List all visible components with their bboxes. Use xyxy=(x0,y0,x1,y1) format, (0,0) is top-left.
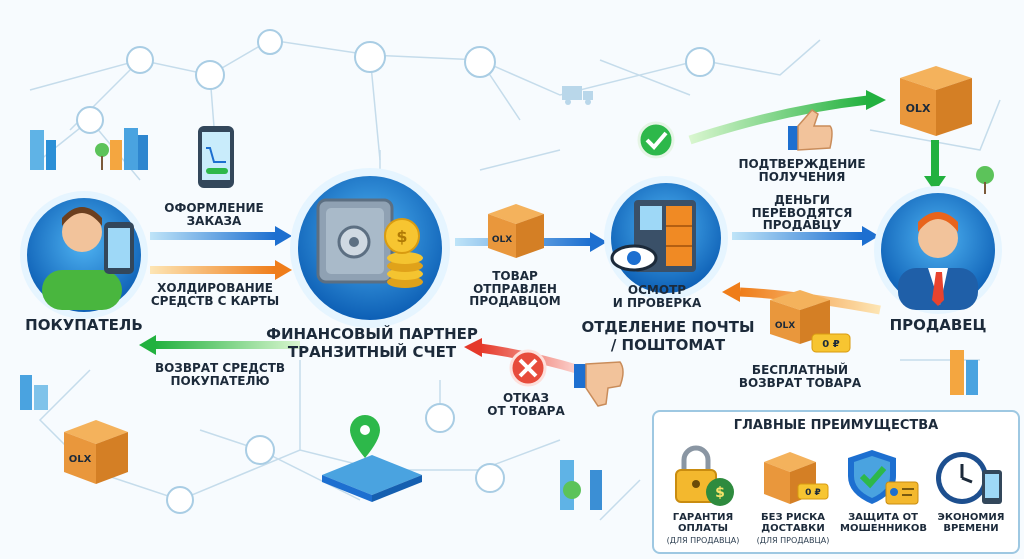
check-icon xyxy=(637,121,675,159)
olx-box-bottom-left: OLX xyxy=(64,420,128,484)
step-refund-line2: ПОКУПАТЕЛЮ xyxy=(170,373,270,388)
olx-box-top: OLX xyxy=(900,66,972,136)
city-buildings-left xyxy=(20,128,994,510)
olx-logo-text: OLX xyxy=(492,235,512,245)
step-inspect-line2: И ПРОВЕРКА xyxy=(612,295,702,310)
thumbs-down-icon xyxy=(574,361,624,407)
arrow-confirm xyxy=(688,90,886,145)
arrow-money-to-seller xyxy=(732,226,879,246)
step-refund-line1: ВОЗВРАТ СРЕДСТВ xyxy=(154,361,286,375)
post-office-locker xyxy=(604,176,728,300)
advantage-line2: МОШЕННИКОВ xyxy=(840,523,928,534)
step-refuse: ОТКАЗ ОТ ТОВАРА xyxy=(476,392,576,417)
advantage-line1: ЗАЩИТА ОТ xyxy=(848,512,918,523)
step-free-return-line1: БЕСПЛАТНЫЙ xyxy=(751,363,849,377)
advantage-line2: ВРЕМЕНИ xyxy=(943,523,999,534)
arrow-hold xyxy=(150,260,292,280)
truck-icon xyxy=(562,86,593,105)
olx-logo-text: OLX xyxy=(906,102,931,115)
clock-icon xyxy=(936,452,1002,504)
advantage-line1: ЭКОНОМИЯ xyxy=(937,512,1005,523)
svg-text:$: $ xyxy=(396,227,407,246)
step-money: ДЕНЬГИ ПЕРЕВОДЯТСЯ ПРОДАВЦУ xyxy=(738,194,866,232)
advantage-line2: ДОСТАВКИ xyxy=(761,523,825,534)
step-hold-line2: СРЕДСТВ С КАРТЫ xyxy=(150,293,280,308)
step-inspect: ОСМОТР И ПРОВЕРКА xyxy=(602,284,712,309)
advantage-sub: (ДЛЯ ПРОДАВЦА) xyxy=(666,536,740,545)
step-confirm-line1: ПОДТВЕРЖДЕНИЕ xyxy=(738,157,866,171)
step-free-return-line2: ВОЗВРАТ ТОВАРА xyxy=(738,375,862,390)
buyer-label: ПОКУПАТЕЛЬ xyxy=(25,316,143,334)
partner-label-2: ТРАНЗИТНЫЙ СЧЕТ xyxy=(287,343,457,361)
olx-logo-text: OLX xyxy=(775,321,795,331)
advantage-line1: ГАРАНТИЯ xyxy=(672,512,734,523)
step-hold-line1: ХОЛДИРОВАНИЕ xyxy=(157,281,273,295)
step-money-line2: ПЕРЕВОДЯТСЯ xyxy=(751,205,853,220)
step-inspect-line1: ОСМОТР xyxy=(627,283,687,297)
price-tag-text: 0 ₽ xyxy=(822,339,839,350)
step-shipped-line1: ТОВАР xyxy=(492,269,538,283)
arrow-refund xyxy=(139,335,300,355)
padlock-money-icon: $ xyxy=(675,445,734,506)
cancel-x-icon xyxy=(509,349,547,387)
olx-box-shipped: OLX xyxy=(488,204,544,258)
network-nodes xyxy=(76,29,715,514)
advantage-line2: ОПЛАТЫ xyxy=(677,523,729,534)
financial-partner-safe: $ xyxy=(290,168,450,328)
step-hold: ХОЛДИРОВАНИЕ СРЕДСТВ С КАРТЫ xyxy=(148,282,282,307)
arrow-order xyxy=(150,226,292,246)
step-order-line1: ОФОРМЛЕНИЕ xyxy=(164,201,264,215)
svg-text:$: $ xyxy=(715,485,725,501)
seller-avatar xyxy=(874,186,1002,314)
step-money-line3: ПРОДАВЦУ xyxy=(762,218,842,233)
step-shipped-line3: ПРОДАВЦОМ xyxy=(469,294,561,309)
step-refuse-line1: ОТКАЗ xyxy=(502,391,549,405)
step-shipped-line2: ОТПРАВЛЕН xyxy=(473,281,557,296)
post-label-2: / ПОШТОМАТ xyxy=(610,336,726,354)
step-money-line1: ДЕНЬГИ xyxy=(774,193,830,207)
olx-box-return: OLX 0 ₽ xyxy=(770,290,851,353)
advantages-title: ГЛАВНЫЕ ПРЕИМУЩЕСТВА xyxy=(733,418,939,433)
olx-logo-text: OLX xyxy=(69,454,92,465)
location-pin-icon xyxy=(322,415,422,502)
step-order-line2: ЗАКАЗА xyxy=(186,213,242,228)
buyer-avatar xyxy=(20,191,148,319)
box-icon: 0 ₽ xyxy=(764,452,829,504)
step-confirm-line2: ПОЛУЧЕНИЯ xyxy=(758,169,846,184)
advantage-line1: БЕЗ РИСКА xyxy=(761,512,825,523)
step-order: ОФОРМЛЕНИЕ ЗАКАЗА xyxy=(150,202,278,227)
advantage-sub: (ДЛЯ ПРОДАВЦА) xyxy=(756,536,830,545)
step-refuse-line2: ОТ ТОВАРА xyxy=(487,403,565,418)
step-confirm: ПОДТВЕРЖДЕНИЕ ПОЛУЧЕНИЯ xyxy=(738,158,866,183)
price-tag-text: 0 ₽ xyxy=(805,488,821,498)
partner-label-1: ФИНАНСОВЫЙ ПАРТНЕР xyxy=(266,325,478,343)
phone-cart-icon xyxy=(198,126,234,188)
step-free-return: БЕСПЛАТНЫЙ ВОЗВРАТ ТОВАРА xyxy=(730,364,870,389)
shield-icon xyxy=(848,450,919,505)
arrow-box-down xyxy=(924,140,946,192)
thumbs-up-icon xyxy=(788,109,833,151)
step-shipped: ТОВАР ОТПРАВЛЕН ПРОДАВЦОМ xyxy=(460,270,570,308)
post-label-1: ОТДЕЛЕНИЕ ПОЧТЫ xyxy=(581,318,755,336)
seller-label: ПРОДАВЕЦ xyxy=(889,316,987,334)
step-refund: ВОЗВРАТ СРЕДСТВ ПОКУПАТЕЛЮ xyxy=(150,362,290,387)
